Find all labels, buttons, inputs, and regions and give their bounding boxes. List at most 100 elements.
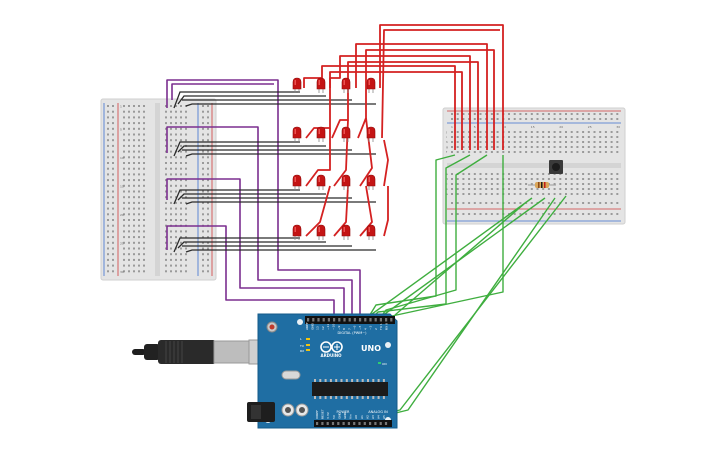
- breadboard-hole[interactable]: [593, 146, 596, 148]
- breadboard-hole[interactable]: [485, 188, 488, 190]
- breadboard-hole[interactable]: [202, 184, 204, 187]
- breadboard-hole[interactable]: [547, 151, 550, 153]
- wire-black[interactable]: [173, 237, 300, 253]
- breadboard-hole[interactable]: [479, 151, 482, 153]
- breadboard-hole[interactable]: [112, 105, 114, 107]
- breadboard-hole[interactable]: [508, 136, 510, 138]
- breadboard-hole[interactable]: [123, 127, 125, 130]
- breadboard-hole[interactable]: [180, 247, 182, 250]
- breadboard-hole[interactable]: [207, 105, 209, 107]
- breadboard-hole[interactable]: [185, 196, 187, 199]
- breadboard-hole[interactable]: [207, 173, 209, 176]
- wire-green[interactable]: [379, 154, 488, 319]
- breadboard-hole[interactable]: [456, 202, 459, 204]
- breadboard-hole[interactable]: [133, 122, 135, 125]
- breadboard-hole[interactable]: [128, 173, 130, 176]
- breadboard-hole[interactable]: [133, 105, 135, 107]
- breadboard-hole[interactable]: [123, 196, 125, 199]
- breadboard-hole[interactable]: [202, 196, 204, 199]
- breadboard-hole[interactable]: [175, 201, 177, 204]
- breadboard-hole[interactable]: [202, 173, 204, 176]
- breadboard-hole[interactable]: [138, 247, 140, 250]
- breadboard-hole[interactable]: [582, 188, 585, 190]
- breadboard-hole[interactable]: [508, 193, 510, 195]
- breadboard-hole[interactable]: [170, 122, 172, 125]
- breadboard-hole[interactable]: [485, 178, 488, 180]
- breadboard-hole[interactable]: [133, 139, 135, 142]
- breadboard-hole[interactable]: [138, 162, 140, 164]
- breadboard-hole[interactable]: [133, 253, 135, 256]
- breadboard-hole[interactable]: [536, 136, 539, 138]
- breadboard-hole[interactable]: [508, 202, 510, 204]
- breadboard-hole[interactable]: [170, 247, 172, 250]
- breadboard-hole[interactable]: [490, 213, 493, 215]
- breadboard-hole[interactable]: [207, 184, 209, 187]
- breadboard-hole[interactable]: [536, 213, 539, 215]
- breadboard-hole[interactable]: [587, 188, 590, 190]
- header-pin[interactable]: [333, 318, 336, 322]
- breadboard-hole[interactable]: [107, 110, 109, 113]
- breadboard-hole[interactable]: [133, 247, 135, 250]
- breadboard-hole[interactable]: [570, 193, 573, 195]
- breadboard-hole[interactable]: [599, 183, 602, 185]
- breadboard-hole[interactable]: [604, 202, 607, 204]
- breadboard-hole[interactable]: [185, 219, 187, 221]
- breadboard-hole[interactable]: [456, 131, 459, 133]
- breadboard-hole[interactable]: [616, 202, 619, 204]
- breadboard-hole[interactable]: [202, 201, 204, 204]
- breadboard-hole[interactable]: [107, 196, 109, 199]
- wire-purple[interactable]: [166, 178, 345, 318]
- breadboard-hole[interactable]: [462, 146, 465, 148]
- breadboard-hole[interactable]: [175, 258, 177, 261]
- breadboard-hole[interactable]: [462, 188, 465, 190]
- breadboard-hole[interactable]: [496, 146, 499, 148]
- breadboard-hole[interactable]: [165, 213, 167, 216]
- breadboard-hole[interactable]: [456, 118, 459, 120]
- breadboard-hole[interactable]: [185, 167, 187, 170]
- breadboard-hole[interactable]: [599, 146, 602, 148]
- breadboard-hole[interactable]: [207, 179, 209, 182]
- breadboard-hole[interactable]: [202, 162, 204, 164]
- breadboard-hole[interactable]: [185, 127, 187, 130]
- breadboard-hole[interactable]: [490, 193, 493, 195]
- breadboard-hole[interactable]: [207, 219, 209, 221]
- breadboard-hole[interactable]: [456, 136, 459, 138]
- breadboard-hole[interactable]: [107, 207, 109, 210]
- breadboard-hole[interactable]: [570, 146, 573, 148]
- breadboard-hole[interactable]: [479, 136, 482, 138]
- breadboard-hole[interactable]: [547, 136, 550, 138]
- breadboard-hole[interactable]: [570, 151, 573, 153]
- breadboard-hole[interactable]: [542, 178, 545, 180]
- breadboard-hole[interactable]: [123, 116, 125, 119]
- breadboard-hole[interactable]: [553, 146, 556, 148]
- breadboard-hole[interactable]: [123, 144, 125, 147]
- breadboard-hole[interactable]: [202, 105, 204, 107]
- breadboard-hole[interactable]: [599, 213, 602, 215]
- push-button[interactable]: [549, 160, 563, 174]
- header-pin[interactable]: [379, 422, 382, 425]
- led[interactable]: [366, 224, 376, 240]
- breadboard-hole[interactable]: [143, 196, 145, 199]
- breadboard-hole[interactable]: [451, 173, 453, 175]
- wire-red[interactable]: [355, 43, 488, 150]
- breadboard-hole[interactable]: [202, 270, 204, 273]
- breadboard-hole[interactable]: [599, 141, 602, 143]
- header-pin[interactable]: [347, 422, 350, 425]
- breadboard-hole[interactable]: [490, 131, 493, 133]
- breadboard-hole[interactable]: [525, 118, 528, 120]
- breadboard-hole[interactable]: [513, 146, 516, 148]
- wire-purple[interactable]: [166, 79, 361, 318]
- breadboard-hole[interactable]: [128, 201, 130, 204]
- breadboard-hole[interactable]: [138, 184, 140, 187]
- breadboard-hole[interactable]: [496, 178, 499, 180]
- breadboard-hole[interactable]: [175, 167, 177, 170]
- breadboard-hole[interactable]: [462, 178, 465, 180]
- breadboard-hole[interactable]: [576, 183, 579, 185]
- breadboard-hole[interactable]: [128, 139, 130, 142]
- led[interactable]: [292, 77, 302, 93]
- breadboard-hole[interactable]: [462, 213, 465, 215]
- breadboard-hole[interactable]: [519, 213, 522, 215]
- breadboard-hole[interactable]: [175, 133, 177, 136]
- breadboard-hole[interactable]: [451, 151, 453, 153]
- breadboard-hole[interactable]: [112, 167, 114, 170]
